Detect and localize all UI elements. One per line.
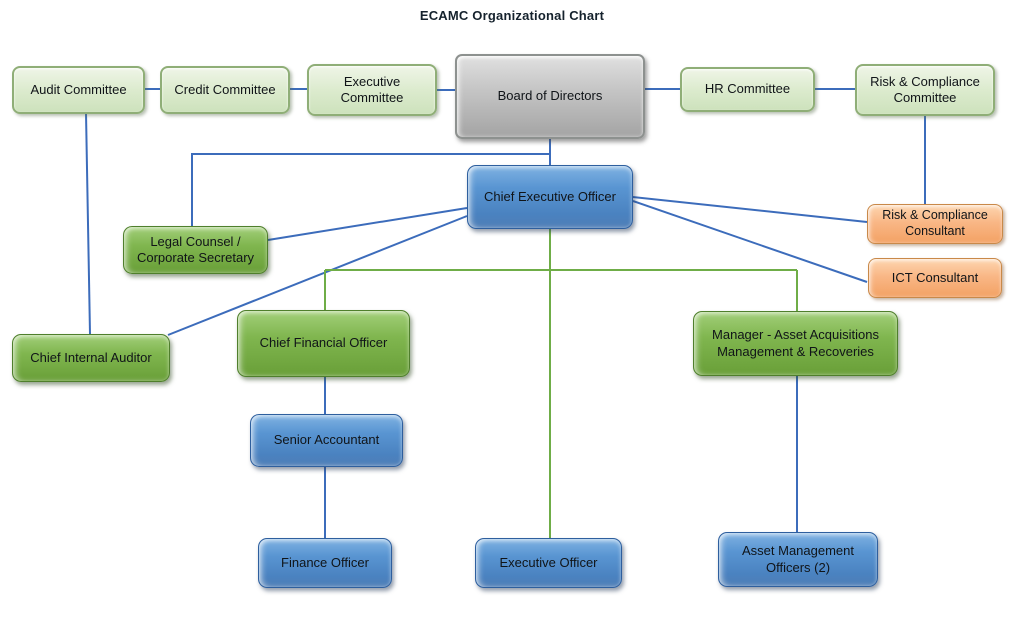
node-executive-officer: Executive Officer <box>475 538 622 588</box>
edge-bod-legal-counsel <box>191 153 550 226</box>
edge-ceo-internal-auditor <box>167 215 468 336</box>
edge-ceo-legal-counsel <box>267 207 468 241</box>
node-chief-financial-officer: Chief Financial Officer <box>237 310 410 377</box>
node-risk-compliance-consultant: Risk & Compliance Consultant <box>867 204 1003 244</box>
node-ict-consultant: ICT Consultant <box>868 258 1002 298</box>
node-audit-committee: Audit Committee <box>12 66 145 114</box>
node-senior-accountant: Senior Accountant <box>250 414 403 467</box>
node-credit-committee: Credit Committee <box>160 66 290 114</box>
node-finance-officer: Finance Officer <box>258 538 392 588</box>
node-asset-management-officers: Asset Management Officers (2) <box>718 532 878 587</box>
node-legal-counsel: Legal Counsel / Corporate Secretary <box>123 226 268 274</box>
node-chief-internal-auditor: Chief Internal Auditor <box>12 334 170 382</box>
node-chief-executive-officer: Chief Executive Officer <box>467 165 633 229</box>
edge-ceo-ict-consultant <box>632 200 868 283</box>
edge-audit-internal-auditor <box>85 112 91 335</box>
chart-title: ECAMC Organizational Chart <box>419 8 605 23</box>
node-board-of-directors: Board of Directors <box>455 54 645 139</box>
edge-ceo-risk-consultant <box>632 196 868 223</box>
node-risk-compliance-committee: Risk & Compliance Committee <box>855 64 995 116</box>
node-manager-asset-acquisitions: Manager - Asset Acquisitions Management … <box>693 311 898 376</box>
node-hr-committee: HR Committee <box>680 67 815 112</box>
node-executive-committee: Executive Committee <box>307 64 437 116</box>
